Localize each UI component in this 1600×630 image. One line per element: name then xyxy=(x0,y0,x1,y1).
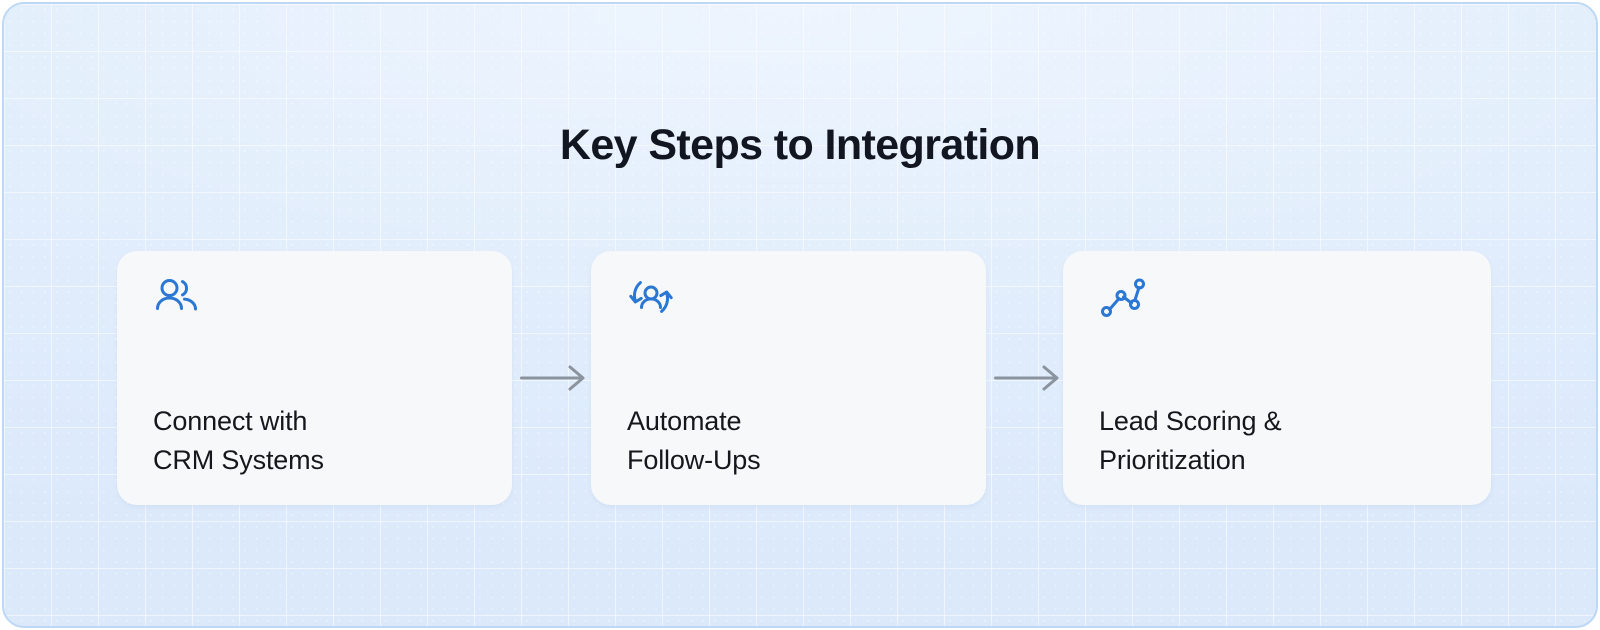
arrow-step2-to-step3 xyxy=(994,365,1062,391)
user-sync-icon xyxy=(627,273,675,321)
arrow-step1-to-step2 xyxy=(520,365,588,391)
line-chart-nodes-icon xyxy=(1099,273,1147,321)
step-card-2-label: Automate Follow-Ups xyxy=(627,406,761,475)
step-card-2[interactable]: Automate Follow-Ups xyxy=(591,251,986,505)
steps-row: Connect with CRM Systems Automat xyxy=(117,251,1491,505)
users-icon xyxy=(153,273,201,321)
step-card-3-label: Lead Scoring & Prioritization xyxy=(1099,406,1282,475)
page-title: Key Steps to Integration xyxy=(559,121,1041,169)
step-card-1-label: Connect with CRM Systems xyxy=(153,406,324,475)
step-card-1[interactable]: Connect with CRM Systems xyxy=(117,251,512,505)
step-card-3[interactable]: Lead Scoring & Prioritization xyxy=(1063,251,1491,505)
